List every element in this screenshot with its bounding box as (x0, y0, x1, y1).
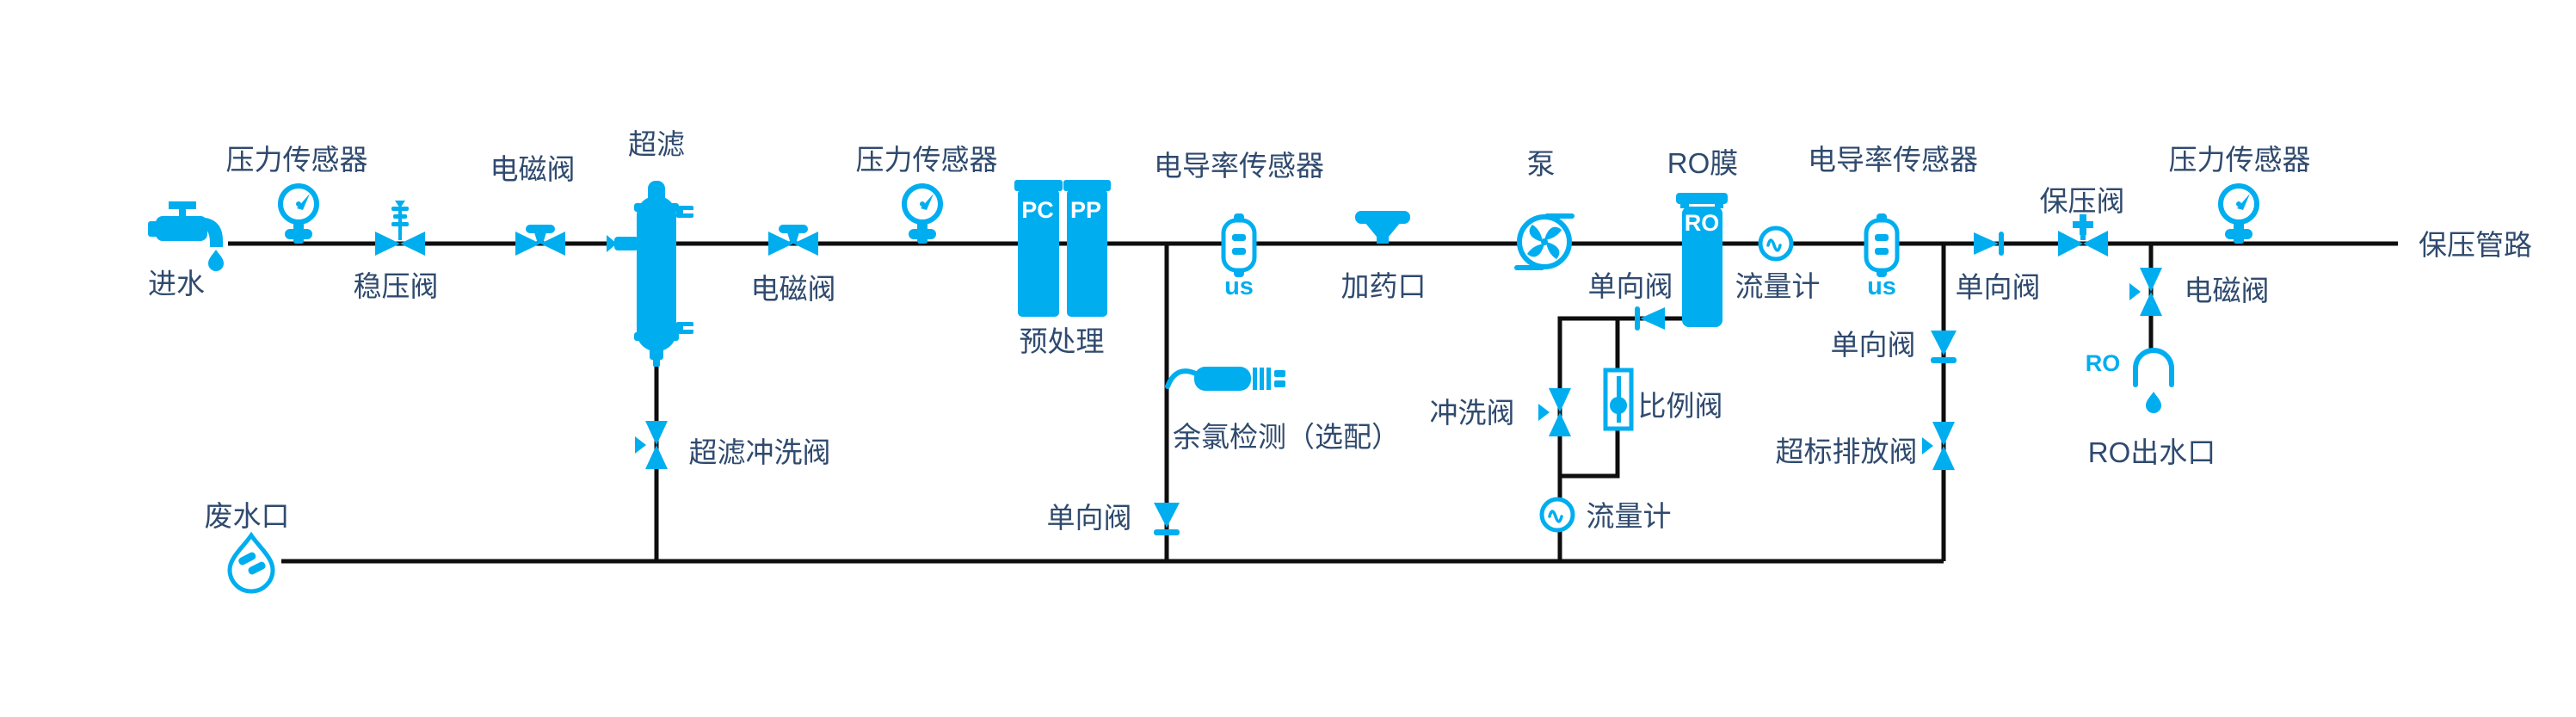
pressure-gauge-icon-3 (2221, 186, 2257, 244)
label-ultrafiltration: 超滤 (628, 128, 685, 160)
proportional-branch-pipe (1560, 318, 1620, 479)
pressure-holding-valve-icon (2058, 214, 2108, 257)
label-chlorine-detect: 余氯检测（选配） (1173, 421, 1400, 453)
label-conductivity-sensor-1: 电导率传感器 (1154, 150, 1324, 182)
pressure-gauge-icon-2 (904, 186, 940, 244)
pretreatment-columns-icon (1014, 180, 1111, 317)
discharge-valve-icon (1922, 422, 1955, 470)
faucet-icon (148, 201, 223, 247)
label-flush-valve: 冲洗阀 (1430, 397, 1515, 429)
label-pressure-sensor-2: 压力传感器 (856, 144, 998, 176)
label-flow-meter-1: 流量计 (1735, 270, 1821, 302)
label-check-valve-main: 单向阀 (1956, 271, 2041, 303)
flush-valve-icon (1538, 388, 1571, 436)
uf-flush-valve-icon (635, 421, 668, 469)
label-discharge-valve: 超标排放阀 (1776, 436, 1918, 467)
label-pressure-holding-line: 保压管路 (2419, 229, 2532, 261)
label-stabilizing-valve: 稳压阀 (354, 270, 439, 302)
label-solenoid-valve-3: 电磁阀 (2185, 275, 2270, 306)
pc-column-label: PC (1021, 197, 1054, 223)
stabilizing-valve-icon (375, 201, 425, 256)
label-uf-flush-valve: 超滤冲洗阀 (689, 436, 831, 468)
solenoid-valve-icon-2 (768, 225, 818, 256)
pp-column-label: PP (1070, 197, 1101, 223)
ro-outlet-icon (2133, 348, 2174, 387)
check-valve-icon-branch (1154, 503, 1180, 535)
check-valve-icon-discharge (1931, 331, 1957, 363)
label-check-valve-branch: 单向阀 (1047, 502, 1132, 534)
ro-membrane-icon (1676, 193, 1728, 327)
label-flow-meter-2: 流量计 (1587, 500, 1672, 532)
label-dosing-port: 加药口 (1341, 270, 1427, 302)
label-solenoid-valve-1: 电磁阀 (490, 153, 576, 185)
check-valve-icon-main (1974, 232, 2004, 256)
label-ro-membrane: RO膜 (1667, 147, 1739, 179)
label-solenoid-valve-2: 电磁阀 (751, 273, 836, 305)
waste-outlet-icon (230, 535, 273, 591)
label-ro-outlet: RO出水口 (2088, 436, 2216, 468)
conductivity-sensor-icon-2 (1866, 213, 1897, 277)
solenoid-valve-icon-1 (515, 225, 565, 256)
label-check-valve-discharge: 单向阀 (1831, 329, 1916, 361)
label-water-inlet: 进水 (148, 268, 205, 300)
label-pretreatment: 预处理 (1020, 325, 1105, 357)
label-us-1: us (1224, 273, 1254, 300)
label-pressure-sensor-3: 压力传感器 (2169, 144, 2311, 176)
solenoid-valve-icon-3 (2129, 268, 2162, 316)
ro-outlet-drip-icon (2146, 392, 2161, 413)
label-conductivity-sensor-2: 电导率传感器 (1808, 144, 1978, 176)
ro-column-label: RO (1685, 210, 1720, 236)
label-pump: 泵 (1527, 148, 1556, 180)
flow-meter-icon-2 (1542, 499, 1573, 530)
label-pressure-sensor-1: 压力传感器 (226, 144, 368, 176)
uf-column-icon (607, 181, 693, 367)
dosing-port-icon (1355, 211, 1410, 244)
flow-meter-icon-1 (1760, 228, 1791, 259)
check-valve-icon-concentrate (1635, 306, 1665, 331)
label-us-2: us (1867, 273, 1896, 300)
label-ro-outlet-ro: RO (2086, 350, 2121, 376)
label-waste-outlet: 废水口 (205, 500, 290, 532)
label-check-valve-concentrate: 单向阀 (1588, 270, 1673, 302)
pump-icon (1517, 216, 1572, 268)
pressure-gauge-icon-1 (280, 186, 317, 244)
label-pressure-holding-valve: 保压阀 (2040, 185, 2125, 217)
inlet-drip-icon (208, 250, 224, 271)
chlorine-probe-icon (1165, 367, 1285, 391)
pipes (228, 241, 2398, 564)
label-proportional-valve: 比例阀 (1638, 390, 1723, 422)
conductivity-sensor-icon-1 (1223, 213, 1254, 277)
proportional-valve-icon (1603, 368, 1634, 431)
